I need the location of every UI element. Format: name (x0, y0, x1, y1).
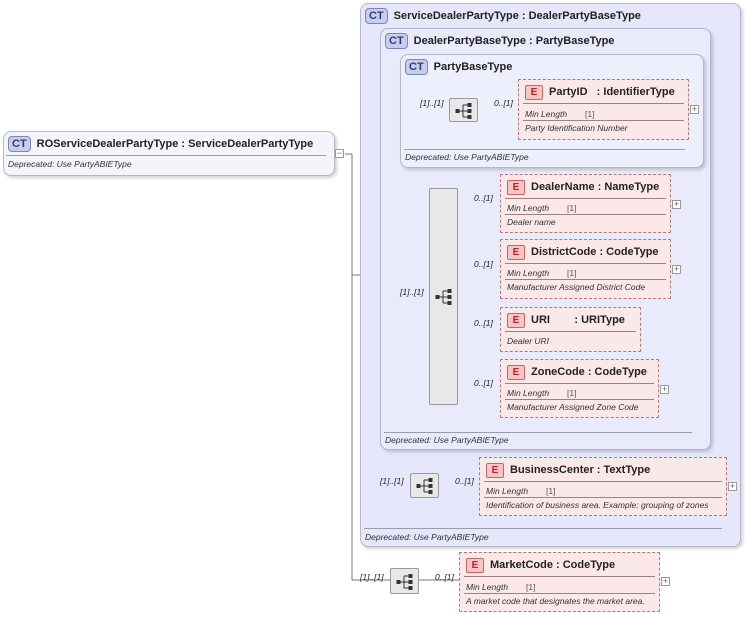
min-length-value: [1] (526, 582, 536, 592)
divider (505, 399, 654, 400)
expand-icon[interactable]: + (672, 199, 681, 209)
outer-sequence-cardinality: [1]..[1] (380, 476, 404, 486)
divider (505, 198, 666, 199)
element-name: DealerName : NameType (531, 181, 660, 193)
market-code-cardinality: 0..[1] (435, 572, 454, 582)
element-district-code[interactable]: E DistrictCode : CodeType Min Length [1]… (500, 239, 671, 299)
divider (505, 279, 666, 280)
min-length-value: [1] (546, 486, 556, 496)
element-description: Party Identification Number (525, 123, 628, 133)
element-description: Manufacturer Assigned Zone Code (507, 402, 639, 412)
min-length-label: Min Length (507, 268, 550, 278)
middle-sequence-cardinality: [1]..[1] (400, 287, 424, 297)
element-business-center[interactable]: E BusinessCenter : TextType Min Length [… (479, 457, 727, 516)
expand-icon[interactable]: + (672, 264, 681, 274)
divider (523, 103, 684, 104)
element-name: URI : URIType (531, 314, 625, 326)
element-description: Identification of business area. Example… (486, 500, 709, 510)
element-icon: E (507, 180, 525, 195)
complex-type-icon: CT (8, 136, 31, 152)
element-zone-code[interactable]: E ZoneCode : CodeType Min Length [1] Man… (500, 359, 659, 418)
sequence-icon (435, 289, 452, 305)
element-party-id[interactable]: E PartyID : IdentifierType Min Length [1… (518, 79, 689, 140)
element-name: BusinessCenter : TextType (510, 464, 651, 476)
min-length-value: [1] (585, 109, 595, 119)
min-length-label: Min Length (507, 388, 550, 398)
root-sequence-cardinality: [1]..[1] (360, 572, 384, 582)
element-icon: E (466, 558, 484, 573)
expand-icon[interactable]: + (690, 104, 699, 114)
uri-cardinality: 0..[1] (474, 318, 493, 328)
expand-icon[interactable]: + (661, 576, 670, 586)
element-name: DistrictCode : CodeType (531, 246, 659, 258)
min-length-value: [1] (567, 268, 577, 278)
zone-code-cardinality: 0..[1] (474, 378, 493, 388)
min-length-label: Min Length (466, 582, 509, 592)
divider (404, 149, 685, 150)
divider (505, 383, 654, 384)
divider (484, 497, 722, 498)
element-icon: E (507, 365, 525, 380)
root-deprecated-note: Deprecated: Use PartyABIEType (8, 159, 132, 169)
middle-sequence-compositor[interactable] (429, 188, 458, 405)
divider (484, 481, 722, 482)
min-length-label: Min Length (507, 203, 550, 213)
expand-icon[interactable]: − (335, 148, 344, 158)
expand-icon[interactable]: + (728, 481, 737, 491)
outer-deprecated-note: Deprecated: Use PartyABIEType (365, 532, 489, 542)
dealer-name-cardinality: 0..[1] (474, 193, 493, 203)
element-market-code[interactable]: E MarketCode : CodeType Min Length [1] A… (459, 552, 660, 612)
divider (6, 155, 326, 156)
element-icon: E (525, 85, 543, 100)
inner-sequence-cardinality: [1]..[1] (420, 98, 444, 108)
sequence-icon (396, 574, 413, 590)
middle-deprecated-note: Deprecated: Use PartyABIEType (385, 435, 509, 445)
divider (523, 120, 684, 121)
min-length-value: [1] (567, 388, 577, 398)
min-length-label: Min Length (525, 109, 568, 119)
inner-sequence-compositor[interactable] (449, 98, 478, 122)
element-icon: E (507, 245, 525, 260)
sequence-icon (416, 478, 433, 494)
min-length-label: Min Length (486, 486, 529, 496)
element-description: Manufacturer Assigned District Code (507, 282, 646, 292)
complex-type-icon: CT (365, 8, 388, 24)
element-name: PartyID : IdentifierType (549, 86, 675, 98)
complex-type-icon: CT (385, 33, 408, 49)
element-icon: E (486, 463, 504, 478)
divider (384, 432, 692, 433)
sequence-icon (455, 103, 472, 119)
inner-deprecated-note: Deprecated: Use PartyABIEType (405, 152, 529, 162)
root-sequence-compositor[interactable] (390, 568, 419, 594)
element-dealer-name[interactable]: E DealerName : NameType Min Length [1] D… (500, 174, 671, 233)
element-name: ZoneCode : CodeType (531, 366, 647, 378)
complex-type-icon: CT (405, 59, 428, 75)
expand-icon[interactable]: + (660, 384, 669, 394)
element-description: Dealer name (507, 217, 556, 227)
divider (464, 576, 655, 577)
divider (505, 263, 666, 264)
divider (464, 593, 655, 594)
party-id-cardinality: 0..[1] (494, 98, 513, 108)
divider (505, 214, 666, 215)
min-length-value: [1] (567, 203, 577, 213)
element-description: Dealer URI (507, 336, 550, 346)
element-name: MarketCode : CodeType (490, 559, 616, 571)
divider (505, 331, 636, 332)
business-center-cardinality: 0..[1] (455, 476, 474, 486)
element-uri[interactable]: E URI : URIType Dealer URI (500, 307, 641, 352)
divider (364, 528, 722, 529)
district-code-cardinality: 0..[1] (474, 259, 493, 269)
element-description: A market code that designates the market… (466, 596, 645, 606)
outer-sequence-compositor[interactable] (410, 473, 439, 498)
element-icon: E (507, 313, 525, 328)
